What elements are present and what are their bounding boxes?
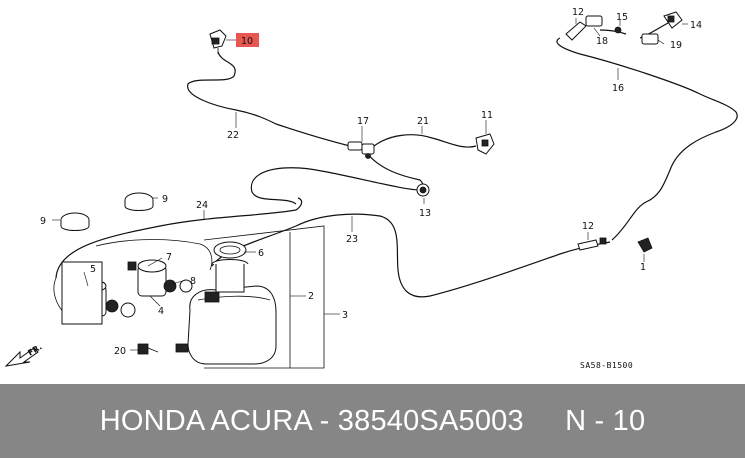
label-23: 24: [196, 200, 208, 211]
pump-5: [61, 261, 136, 325]
hose-23: [55, 197, 303, 279]
cap-9-left: [60, 212, 90, 231]
label-11: 11: [481, 110, 493, 121]
hose-17-13: [250, 151, 424, 205]
drawing-code: SA58-B1500: [580, 361, 633, 370]
part-caption: HONDA ACURA - 38540SA5003 N - 10: [100, 405, 646, 438]
hose-21: [373, 134, 477, 148]
nozzle-11: [475, 133, 495, 155]
label-7: 7: [166, 252, 172, 263]
hose-16-branch: [599, 29, 627, 35]
label-21: 21: [417, 116, 429, 127]
label-14: 14: [690, 20, 702, 31]
label-12-lower: 12: [582, 221, 594, 232]
reference-label: N - 10: [565, 404, 646, 437]
highlight-box-10: [236, 33, 259, 47]
label-6: 6: [258, 248, 264, 259]
hose-22: [187, 51, 351, 147]
joint-19: [641, 33, 659, 45]
label-12-upper: 12: [572, 7, 584, 18]
label-13: 13: [419, 208, 431, 219]
hose-24: [211, 213, 611, 298]
svg-text:FR.: FR.: [26, 342, 43, 357]
label-1: 1: [640, 262, 646, 273]
hose-pump-loop: [95, 239, 213, 271]
caption-separator: -: [311, 404, 338, 437]
nozzle-10: [209, 29, 227, 54]
label-5: 5: [90, 264, 96, 275]
label-10: 10: [241, 36, 253, 47]
label-16: 16: [612, 83, 624, 94]
label-22: 22: [227, 130, 239, 141]
label-15: 15: [616, 12, 628, 23]
part-number-labels: 10 22 17 21 11 13 9 9 24 23 6 7 5 8 2 3 …: [40, 7, 702, 370]
pump-4: [127, 259, 193, 297]
front-direction-arrow: FR.: [4, 342, 44, 367]
joint-12-15: [585, 15, 622, 34]
label-9-right: 9: [162, 194, 168, 205]
grommet-13: [416, 183, 430, 197]
cap-9-right: [124, 192, 154, 211]
hose-16: [556, 37, 738, 241]
bolt-20: [137, 343, 159, 355]
label-3: 3: [342, 310, 348, 321]
brand-name: HONDA ACURA: [99, 404, 312, 437]
reservoir-assembly: [175, 225, 325, 369]
parts-diagram: FR. 10 22 17 21 11 13: [4, 7, 738, 370]
label-8: 8: [190, 276, 196, 287]
label-4: 4: [158, 306, 164, 317]
part-number: 38540SA5003: [337, 404, 524, 437]
part-caption-bar: HONDA ACURA - 38540SA5003 N - 10: [0, 384, 745, 458]
label-2: 2: [308, 291, 314, 302]
label-20: 20: [114, 346, 126, 357]
label-24: 23: [346, 234, 358, 245]
caption-gap: [524, 405, 565, 437]
label-17: 17: [357, 116, 369, 127]
nozzle-14: [663, 11, 683, 29]
label-19: 19: [670, 40, 682, 51]
connector-12-lower: [577, 237, 607, 251]
connector-18: [565, 21, 587, 41]
joint-17: [347, 141, 375, 159]
leader-lines: [52, 18, 688, 351]
label-9-left: 9: [40, 216, 46, 227]
label-18: 18: [596, 36, 608, 47]
grommet-1: [637, 237, 653, 253]
